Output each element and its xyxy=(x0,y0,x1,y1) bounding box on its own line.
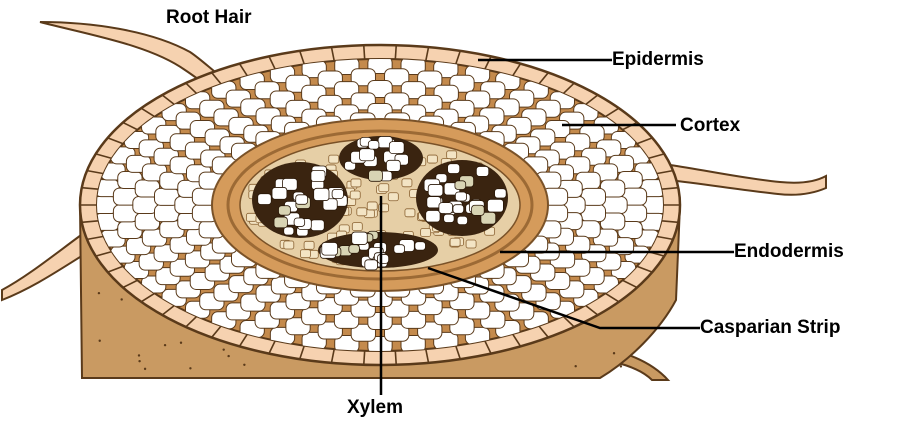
stele-cell xyxy=(379,184,389,192)
xylem-cluster-left-cell xyxy=(332,189,343,198)
xylem-cluster-bottom-cell xyxy=(352,232,367,244)
xylem-cluster-right-cell xyxy=(455,192,466,201)
casparian-strip-label: Casparian Strip xyxy=(700,318,840,337)
xylem-cluster-bottom-cell xyxy=(365,260,378,270)
stele-cell xyxy=(421,228,431,236)
texture-dot xyxy=(164,344,166,346)
xylem-cluster-right-cell xyxy=(476,166,488,176)
texture-dot xyxy=(98,292,100,294)
stele-cell xyxy=(329,155,339,163)
xylem-cluster-top-cell xyxy=(386,160,400,171)
cortex-cell xyxy=(603,197,627,214)
xylem-cluster-right-cell xyxy=(448,164,460,174)
stele-cell xyxy=(300,250,310,258)
stele-cell xyxy=(427,155,437,163)
stele-cell xyxy=(466,240,476,248)
endodermis-label: Endodermis xyxy=(734,242,844,261)
texture-dot xyxy=(574,365,576,367)
stele-cell xyxy=(447,151,457,159)
stele-cell xyxy=(450,238,460,246)
xylem-cluster-right-cell xyxy=(426,211,440,222)
xylem-cluster-top-cell xyxy=(368,141,379,149)
texture-dot xyxy=(138,360,140,362)
stele-cell xyxy=(388,193,398,201)
xylem-cluster-right-cell xyxy=(439,203,453,214)
xylem-cluster-bottom-cell xyxy=(394,245,405,254)
cortex-label: Cortex xyxy=(680,116,740,135)
xylem-cluster-bottom-cell xyxy=(415,242,426,250)
xylem-cluster-left-cell xyxy=(258,194,271,205)
xylem-cluster-left-cell xyxy=(274,217,287,228)
stele-cell xyxy=(304,241,314,249)
root-hair-label: Root Hair xyxy=(166,8,252,27)
xylem-cluster-left-cell xyxy=(296,195,308,205)
xylem-cluster-left-cell xyxy=(311,220,324,231)
xylem-cluster-right-cell xyxy=(453,205,464,214)
xylem-cluster-top-cell xyxy=(369,170,383,181)
stele-cell xyxy=(350,191,360,199)
stele-cell xyxy=(246,213,256,221)
xylem-cluster-left-cell xyxy=(284,227,294,235)
xylem-cluster-right-cell xyxy=(428,184,443,196)
xylem-cluster-bottom-cell xyxy=(349,245,360,253)
epidermis-label: Epidermis xyxy=(612,50,704,69)
xylem-cluster-right-cell xyxy=(472,205,485,215)
stele-cell xyxy=(402,179,412,187)
texture-dot xyxy=(613,352,615,354)
xylem-cluster-right-cell xyxy=(495,189,507,198)
texture-dot xyxy=(144,368,146,370)
epidermis-cell-wall xyxy=(364,351,365,365)
root-hair-right xyxy=(668,165,826,195)
xylem-cluster-left-cell xyxy=(294,218,305,226)
xylem-label: Xylem xyxy=(347,398,403,417)
texture-dot xyxy=(138,354,140,356)
stele-cell xyxy=(352,223,362,231)
texture-dot xyxy=(223,348,225,350)
epidermis-cell-wall xyxy=(395,45,396,59)
texture-dot xyxy=(189,367,191,369)
xylem-cluster-right-cell xyxy=(444,214,454,222)
xylem-cluster-bottom-cell xyxy=(377,254,388,263)
texture-dot xyxy=(227,355,229,357)
xylem-cluster-bottom-cell xyxy=(322,242,338,255)
epidermis-cell-wall xyxy=(364,45,365,59)
xylem-cluster-right-cell xyxy=(455,181,466,190)
texture-dot xyxy=(99,340,101,342)
xylem-cluster-left-cell xyxy=(311,170,325,181)
xylem-cluster-right-cell xyxy=(487,199,503,212)
cortex-cell xyxy=(133,197,157,214)
xylem-cluster-left-cell xyxy=(279,206,291,215)
texture-dot xyxy=(243,364,245,366)
xylem-cluster-left-cell xyxy=(314,188,329,200)
stele-cell xyxy=(284,241,294,249)
texture-dot xyxy=(620,365,622,367)
xylem-cluster-left-cell xyxy=(272,187,287,199)
stele-cell xyxy=(367,202,377,210)
epidermis-cell-wall xyxy=(395,351,396,365)
stele-cell xyxy=(357,208,367,216)
xylem-cluster-top-cell xyxy=(360,149,375,161)
xylem-cluster-top-cell xyxy=(389,142,404,154)
texture-dot xyxy=(120,298,122,300)
stele-cell xyxy=(405,209,415,217)
xylem-cluster-right-cell xyxy=(457,216,467,224)
stele-cell xyxy=(351,179,361,187)
texture-dot xyxy=(180,342,182,344)
